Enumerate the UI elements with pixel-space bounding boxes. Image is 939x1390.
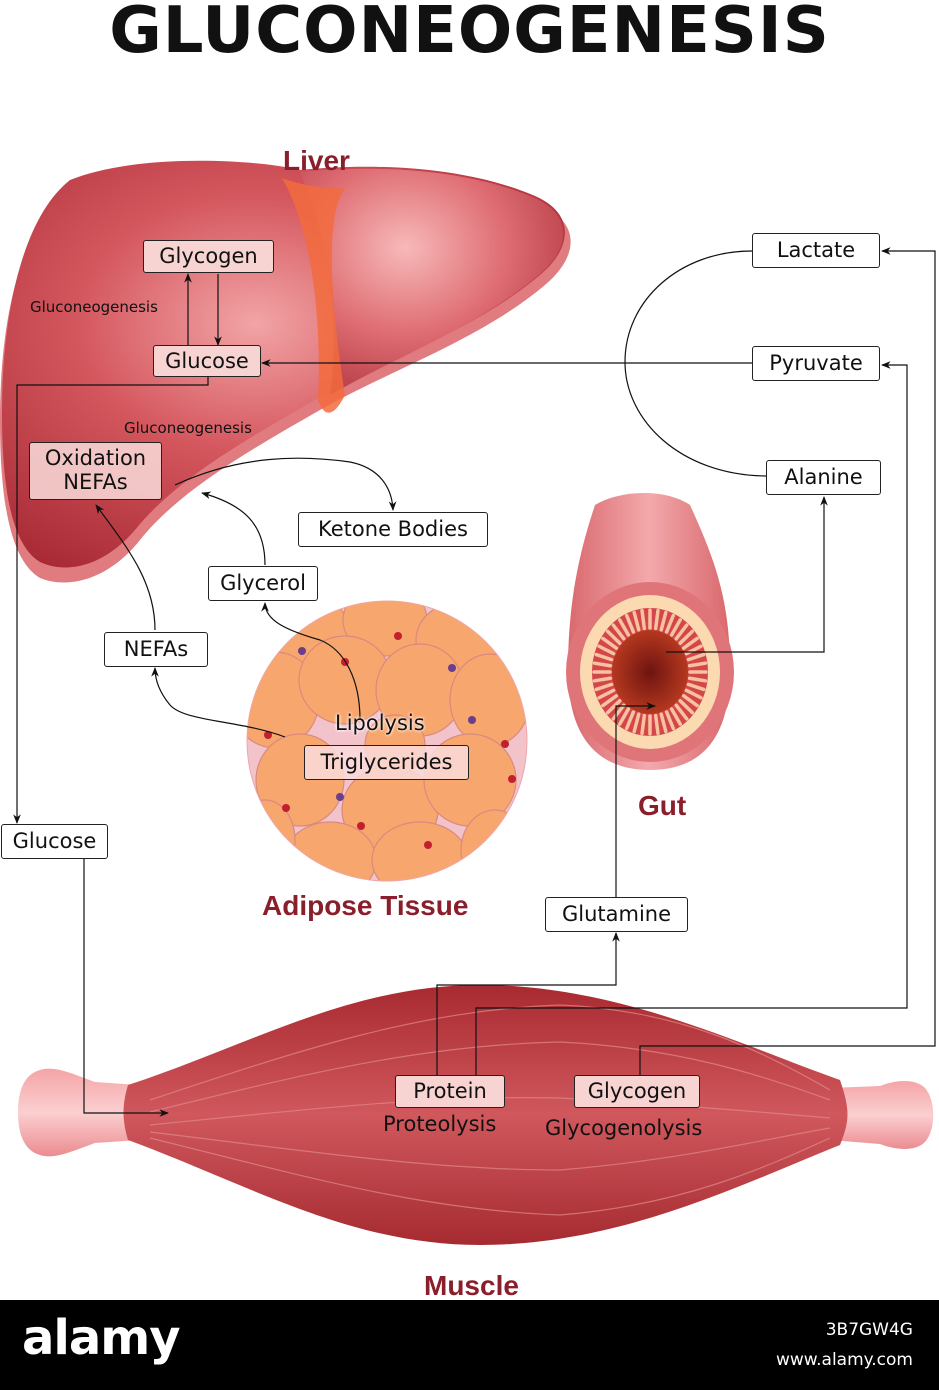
- cell-nucleus: [336, 793, 344, 801]
- muscle-organ: [18, 985, 934, 1245]
- muscle-label: Muscle: [424, 1270, 519, 1301]
- villus: [678, 629, 695, 645]
- villus: [597, 644, 616, 656]
- cell-nucleus: [394, 632, 402, 640]
- villus: [681, 636, 699, 650]
- villus: [597, 688, 616, 700]
- triglycerides-box: Triglycerides: [304, 745, 469, 780]
- villus: [632, 610, 641, 632]
- villus: [687, 661, 708, 668]
- villus: [624, 710, 636, 731]
- villus: [601, 694, 619, 708]
- cell-nucleus: [298, 647, 306, 655]
- villus: [617, 707, 631, 726]
- villus: [601, 636, 619, 650]
- alamy-logo: alamy: [22, 1310, 181, 1366]
- villus: [594, 682, 614, 692]
- villus: [611, 623, 626, 641]
- liver-nefas-text: NEFAs: [63, 470, 128, 495]
- cell-nucleus: [448, 664, 456, 672]
- villus: [659, 610, 668, 632]
- liver-glucose-box: Glucose: [153, 345, 261, 377]
- oxidation-nefas-box: Oxidation NEFAs: [29, 442, 162, 500]
- glycerol-box: Glycerol: [208, 566, 318, 601]
- cell-nucleus: [282, 804, 290, 812]
- gluconeogenesis-label-1: Gluconeogenesis: [30, 298, 158, 316]
- villus: [674, 623, 689, 641]
- villus: [640, 713, 647, 736]
- watermark-footer: alamy 3B7GW4G www.alamy.com: [0, 1300, 939, 1390]
- villus: [669, 707, 683, 726]
- villus: [664, 710, 676, 731]
- villus: [664, 613, 676, 634]
- proteolysis-label: Proteolysis: [383, 1112, 497, 1136]
- adipocyte-cells: [247, 601, 527, 881]
- adipose-tissue-label: Adipose Tissue: [262, 890, 469, 921]
- protein-box: Protein: [395, 1075, 505, 1108]
- villus: [594, 652, 614, 662]
- muscle-glycogen-box: Glycogen: [574, 1075, 700, 1108]
- glutamine-box: Glutamine: [545, 897, 688, 932]
- villus: [592, 661, 613, 668]
- villus: [681, 694, 699, 708]
- adipocyte: [371, 821, 469, 881]
- gut-label: Gut: [638, 790, 687, 821]
- gut-villi: [592, 608, 708, 736]
- villus: [611, 703, 626, 721]
- site-url: www.alamy.com: [775, 1350, 913, 1370]
- cell-nucleus: [264, 731, 272, 739]
- cell-nucleus: [357, 822, 365, 830]
- nefas-box: NEFAs: [104, 632, 208, 667]
- villus: [624, 613, 636, 634]
- cell-nucleus: [508, 775, 516, 783]
- adipocyte: [449, 653, 527, 747]
- liver-label: Liver: [283, 145, 350, 176]
- lactate-box: Lactate: [752, 233, 880, 268]
- alanine-box: Alanine: [766, 460, 881, 495]
- villus: [632, 712, 641, 734]
- villus: [669, 618, 683, 637]
- villus: [605, 699, 622, 715]
- oxidation-text: Oxidation: [44, 446, 147, 470]
- villus: [678, 699, 695, 715]
- villus: [674, 703, 689, 721]
- villus: [653, 713, 660, 736]
- villus: [684, 688, 703, 700]
- lipolysis-label: Lipolysis: [335, 711, 425, 735]
- adipose-tissue: [246, 600, 528, 882]
- glucose-box: Glucose: [1, 824, 108, 859]
- pathway-lines: [13, 247, 936, 1117]
- image-code: 3B7GW4G: [825, 1320, 913, 1340]
- villus: [605, 629, 622, 645]
- cell-nucleus: [468, 716, 476, 724]
- muscle-fibers: [149, 1004, 831, 1216]
- villus: [617, 618, 631, 637]
- villus: [686, 682, 706, 692]
- villus: [592, 676, 613, 683]
- gut-organ: [566, 492, 734, 770]
- adipocyte: [460, 809, 527, 881]
- liver-glycogen-box: Glycogen: [143, 240, 274, 273]
- cell-nucleus: [424, 841, 432, 849]
- diagram-title: GLUCONEOGENESIS: [109, 0, 830, 68]
- glycogenolysis-label: Glycogenolysis: [545, 1116, 703, 1140]
- cell-nucleus: [501, 740, 509, 748]
- villus: [653, 608, 660, 631]
- ketone-bodies-box: Ketone Bodies: [298, 512, 488, 547]
- villus: [686, 652, 706, 662]
- villus: [687, 676, 708, 683]
- adipocyte: [283, 821, 377, 881]
- gluconeogenesis-label-2: Gluconeogenesis: [124, 419, 252, 437]
- villus: [659, 712, 668, 734]
- villus: [640, 608, 647, 631]
- pyruvate-box: Pyruvate: [752, 346, 880, 381]
